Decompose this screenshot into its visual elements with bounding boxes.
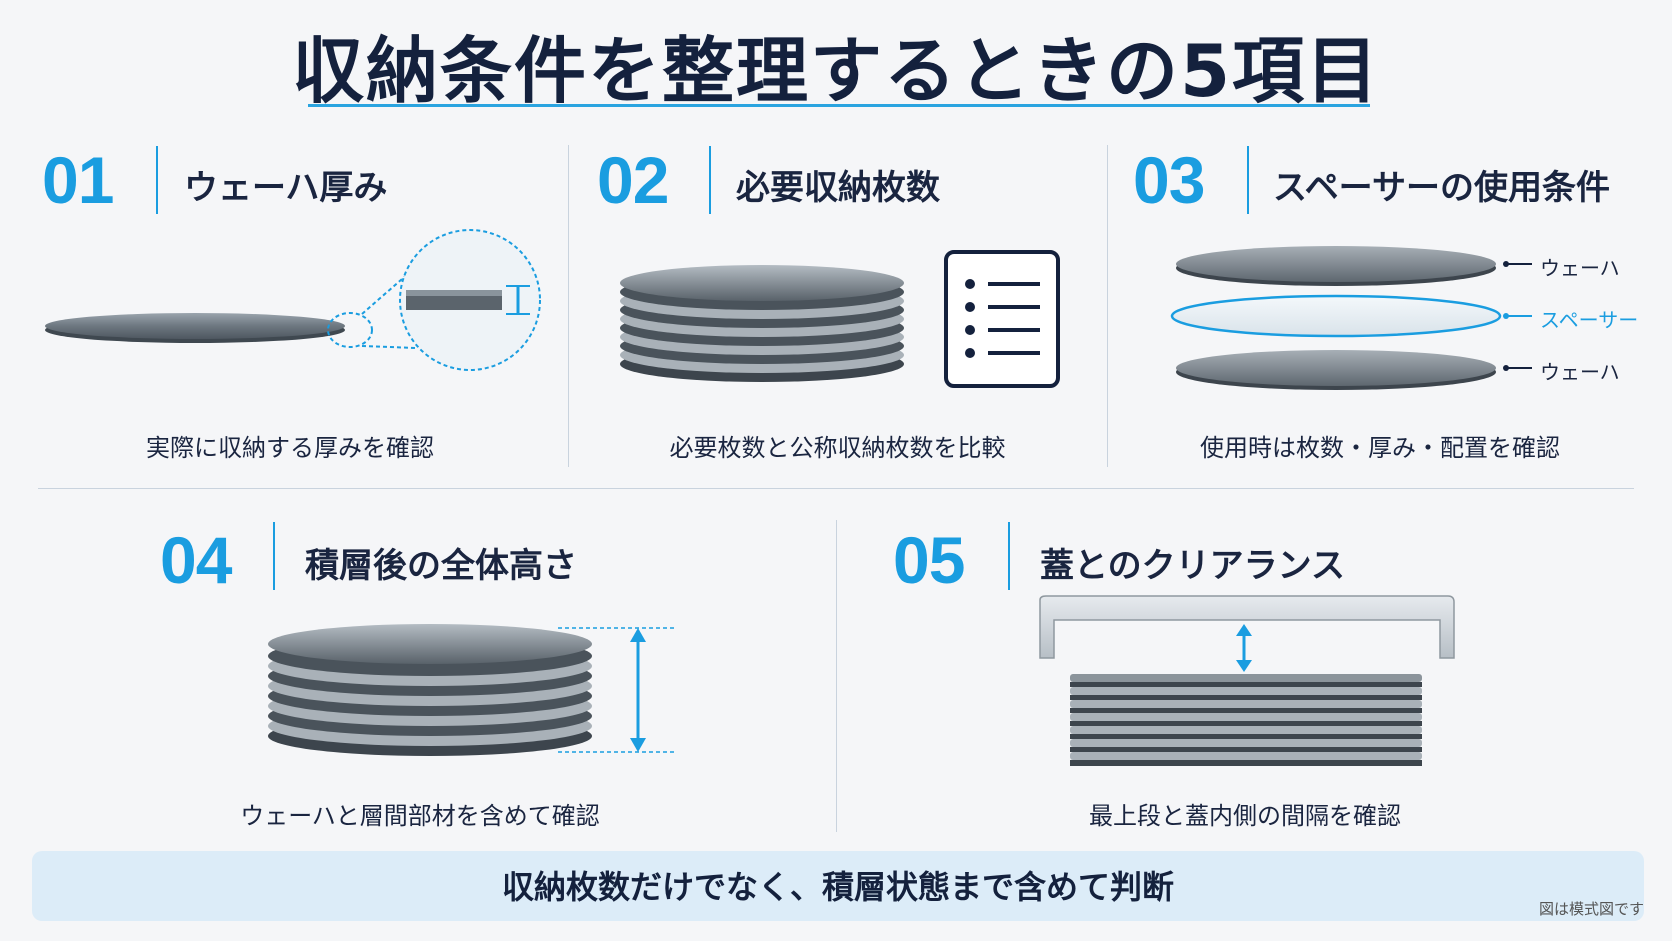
spacer-label: スペーサー	[1540, 308, 1639, 332]
wafer-label: ウェーハ	[1540, 360, 1620, 384]
divider	[1107, 145, 1108, 467]
section-title: 積層後の全体高さ	[305, 546, 577, 586]
checklist-icon	[944, 250, 1060, 388]
page-title: 収納条件を整理するときの5項目	[291, 29, 1381, 113]
summary-banner	[32, 851, 1644, 921]
section-bar	[273, 522, 275, 590]
section-caption: 最上段と蓋内側の間隔を確認	[1089, 802, 1401, 830]
section-title: 蓋とのクリアランス	[1040, 546, 1345, 586]
section-bar	[156, 146, 158, 214]
summary-banner-text: 収納枚数だけでなく、積層状態まで含めて判断	[501, 868, 1174, 906]
section-title: 必要収納枚数	[736, 168, 940, 208]
wafer-label: ウェーハ	[1540, 256, 1620, 280]
section-title: ウェーハ厚み	[184, 168, 388, 208]
diagram-note: 図は模式図です	[1538, 900, 1644, 918]
section-number: 03	[1133, 143, 1205, 217]
section-bar	[709, 146, 711, 214]
section-number: 02	[597, 143, 669, 217]
wafer-thickness-illustration	[45, 229, 541, 371]
divider	[568, 145, 569, 467]
section-bar	[1008, 522, 1010, 590]
section-caption: 必要枚数と公称収納枚数を比較	[669, 434, 1006, 462]
section-number: 01	[42, 143, 114, 217]
section-bar	[1247, 146, 1249, 214]
section-caption: ウェーハと層間部材を含めて確認	[240, 802, 600, 830]
section-caption: 使用時は枚数・厚み・配置を確認	[1200, 434, 1560, 462]
divider	[836, 520, 837, 832]
section-number: 04	[160, 523, 232, 597]
divider	[38, 488, 1634, 489]
spacer-illustration	[1170, 246, 1532, 390]
section-title: スペーサーの使用条件	[1273, 168, 1610, 208]
wafer-stack-icon	[620, 265, 904, 382]
lid-clearance-illustration	[1039, 595, 1455, 766]
title-underline	[308, 104, 1370, 107]
section-caption: 実際に収納する厚みを確認	[146, 434, 434, 462]
stack-height-illustration	[268, 624, 676, 756]
section-number: 05	[893, 523, 965, 597]
